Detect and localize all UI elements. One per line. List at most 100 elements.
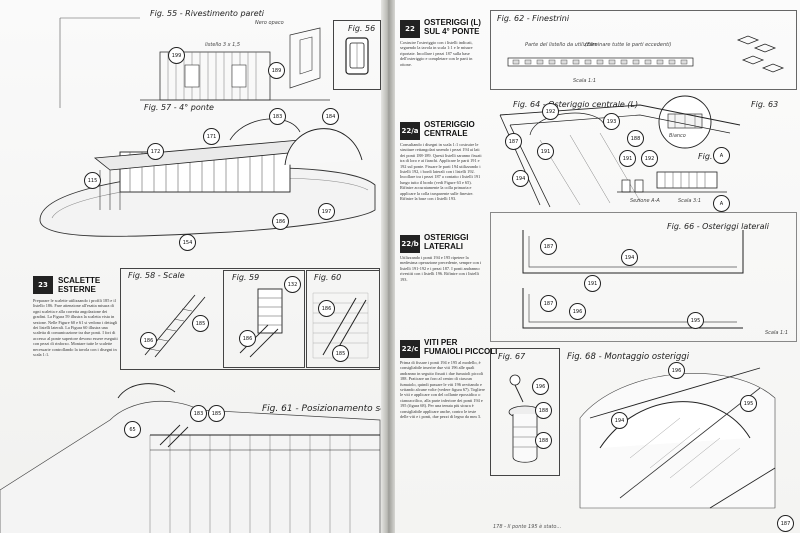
part-marker-194: 194 xyxy=(512,170,529,187)
left-page: Fig. 55 - Rivestimento pareti Nero opaco… xyxy=(0,0,381,533)
section-23-body: Preparare le scalette utilizzando i prof… xyxy=(33,298,118,358)
fig63-title: Fig. 63 xyxy=(751,100,779,109)
part-marker-196c: 196 xyxy=(668,362,685,379)
section-22a-title-2: CENTRALE xyxy=(424,129,468,138)
fig68-title: Fig. 68 - Montaggio osteriggi xyxy=(567,352,690,362)
part-marker-189: 189 xyxy=(268,62,285,79)
fig57-title: Fig. 57 - 4° ponte xyxy=(144,103,214,112)
fig66-frame xyxy=(490,212,797,342)
part-marker-185c: 185 xyxy=(208,405,225,422)
part-marker-191c: 191 xyxy=(584,275,601,292)
right-page: 22 OSTERIGGI (L) SUL 4° PONTE Costruire … xyxy=(395,0,800,533)
fig62-label-1: Parte del listello da utilizzare xyxy=(525,42,598,48)
section-22b-title-2: LATERALI xyxy=(424,242,463,251)
part-marker-185: 185 xyxy=(192,315,209,332)
fig59-title: Fig. 59 xyxy=(232,273,260,282)
section-22b-title-1: OSTERIGGI xyxy=(424,233,469,242)
section-22a-number: 22/a xyxy=(400,122,420,140)
section-22-number: 22 xyxy=(400,20,420,38)
fig61-drawing xyxy=(0,383,381,533)
part-marker-65: 65 xyxy=(124,421,141,438)
fig59-frame xyxy=(223,270,305,368)
part-marker-191: 191 xyxy=(537,143,554,160)
fig60-frame xyxy=(306,270,380,368)
fig56-title: Fig. 56 xyxy=(348,24,376,33)
part-marker-154: 154 xyxy=(179,234,196,251)
page-footer: 178 - Il ponte 195 è stato... xyxy=(493,524,562,530)
part-marker-195b: 195 xyxy=(740,395,757,412)
part-marker-188c: 188 xyxy=(535,432,552,449)
part-marker-192: 192 xyxy=(542,103,559,120)
fig64-title: Fig. 64 - Osteriggio centrale (L) xyxy=(513,100,639,109)
section-22a-body: Consultando i disegni in scala 1:1 costr… xyxy=(400,142,482,202)
fig55-title: Fig. 55 - Rivestimento pareti xyxy=(150,9,265,18)
fig65-section-label: Sezione A-A xyxy=(630,198,660,204)
fig67-frame xyxy=(490,348,560,476)
part-marker-186c: 186 xyxy=(239,330,256,347)
part-marker-188b: 188 xyxy=(535,402,552,419)
fig62-label-2: (Eliminare tutte le parti eccedenti) xyxy=(585,42,672,48)
part-marker-193: 193 xyxy=(603,113,620,130)
section-22c-title-1: VITI PER xyxy=(424,338,458,347)
fig65-section-a-top: A xyxy=(713,147,730,164)
fig66-drawing xyxy=(522,230,744,329)
fig65-scale: Scala 3:1 xyxy=(678,198,702,204)
fig55-drawing xyxy=(59,17,330,108)
fig68-drawing xyxy=(579,367,776,509)
fig63-label: Bianco xyxy=(669,133,686,139)
section-22c-body: Prima di fissare i ponti 194 e 195 al mo… xyxy=(400,360,485,420)
part-marker-183b: 183 xyxy=(190,405,207,422)
part-marker-187d: 187 xyxy=(777,515,794,532)
section-23-title-2: ESTERNE xyxy=(58,285,96,294)
section-22-title-2: SUL 4° PONTE xyxy=(424,27,480,36)
fig62-title: Fig. 62 - Finestrini xyxy=(497,14,570,23)
fig59-drawing xyxy=(239,288,283,358)
fig58-title: Fig. 58 - Scale xyxy=(128,271,185,280)
section-23-number: 23 xyxy=(33,276,53,294)
part-marker-194c: 194 xyxy=(611,412,628,429)
section-22c-number: 22/c xyxy=(400,340,420,358)
part-marker-171: 171 xyxy=(203,128,220,145)
part-marker-195: 195 xyxy=(687,312,704,329)
fig62-scale: Scala 1:1 xyxy=(573,78,597,84)
section-22-title-1: OSTERIGGI (L) xyxy=(424,18,481,27)
fig66-scale: Scala 1:1 xyxy=(765,330,789,336)
fig67-drawing xyxy=(508,374,542,463)
part-marker-188: 188 xyxy=(627,130,644,147)
part-marker-183: 183 xyxy=(269,108,286,125)
part-marker-187c: 187 xyxy=(540,295,557,312)
fig66-title: Fig. 66 - Osteriggi laterali xyxy=(667,222,769,231)
section-22a-title-1: OSTERIGGIO xyxy=(424,120,475,129)
part-marker-186d: 186 xyxy=(318,300,335,317)
section-22c-title-2: FUMAIOLI PICCOLI xyxy=(424,347,498,356)
fig56-window-drawing xyxy=(345,37,369,75)
part-marker-187b: 187 xyxy=(540,238,557,255)
fig55-label-listello: listello 3 x 1,5 xyxy=(205,42,241,48)
fig65-section-a-bottom: A xyxy=(713,195,730,212)
part-marker-196: 196 xyxy=(569,303,586,320)
fig65-drawing xyxy=(617,171,727,193)
book-gutter xyxy=(381,0,395,533)
part-marker-186b: 186 xyxy=(140,332,157,349)
part-marker-115: 115 xyxy=(84,172,101,189)
part-marker-132: 132 xyxy=(284,276,301,293)
part-marker-197: 197 xyxy=(318,203,335,220)
section-22-body: Costruire l'osteriggio con i listelli in… xyxy=(400,40,473,67)
part-marker-196b: 196 xyxy=(532,378,549,395)
fig60-title: Fig. 60 xyxy=(314,273,342,282)
fig67-title: Fig. 67 xyxy=(498,352,526,361)
fig65-title: Fig. 65 xyxy=(698,152,726,161)
fig62-strip-drawing xyxy=(507,35,785,73)
fig55-label-nero: Nero opaco xyxy=(255,20,284,26)
part-marker-191b: 191 xyxy=(619,150,636,167)
section-22b-number: 22/b xyxy=(400,235,420,253)
part-marker-192b: 192 xyxy=(641,150,658,167)
part-marker-172: 172 xyxy=(147,143,164,160)
fig56-frame xyxy=(333,20,381,90)
section-23-title-1: SCALETTE xyxy=(58,276,101,285)
part-marker-194b: 194 xyxy=(621,249,638,266)
part-marker-185b: 185 xyxy=(332,345,349,362)
part-marker-184: 184 xyxy=(322,108,339,125)
fig62-frame xyxy=(490,10,797,90)
part-marker-199: 199 xyxy=(168,47,185,64)
